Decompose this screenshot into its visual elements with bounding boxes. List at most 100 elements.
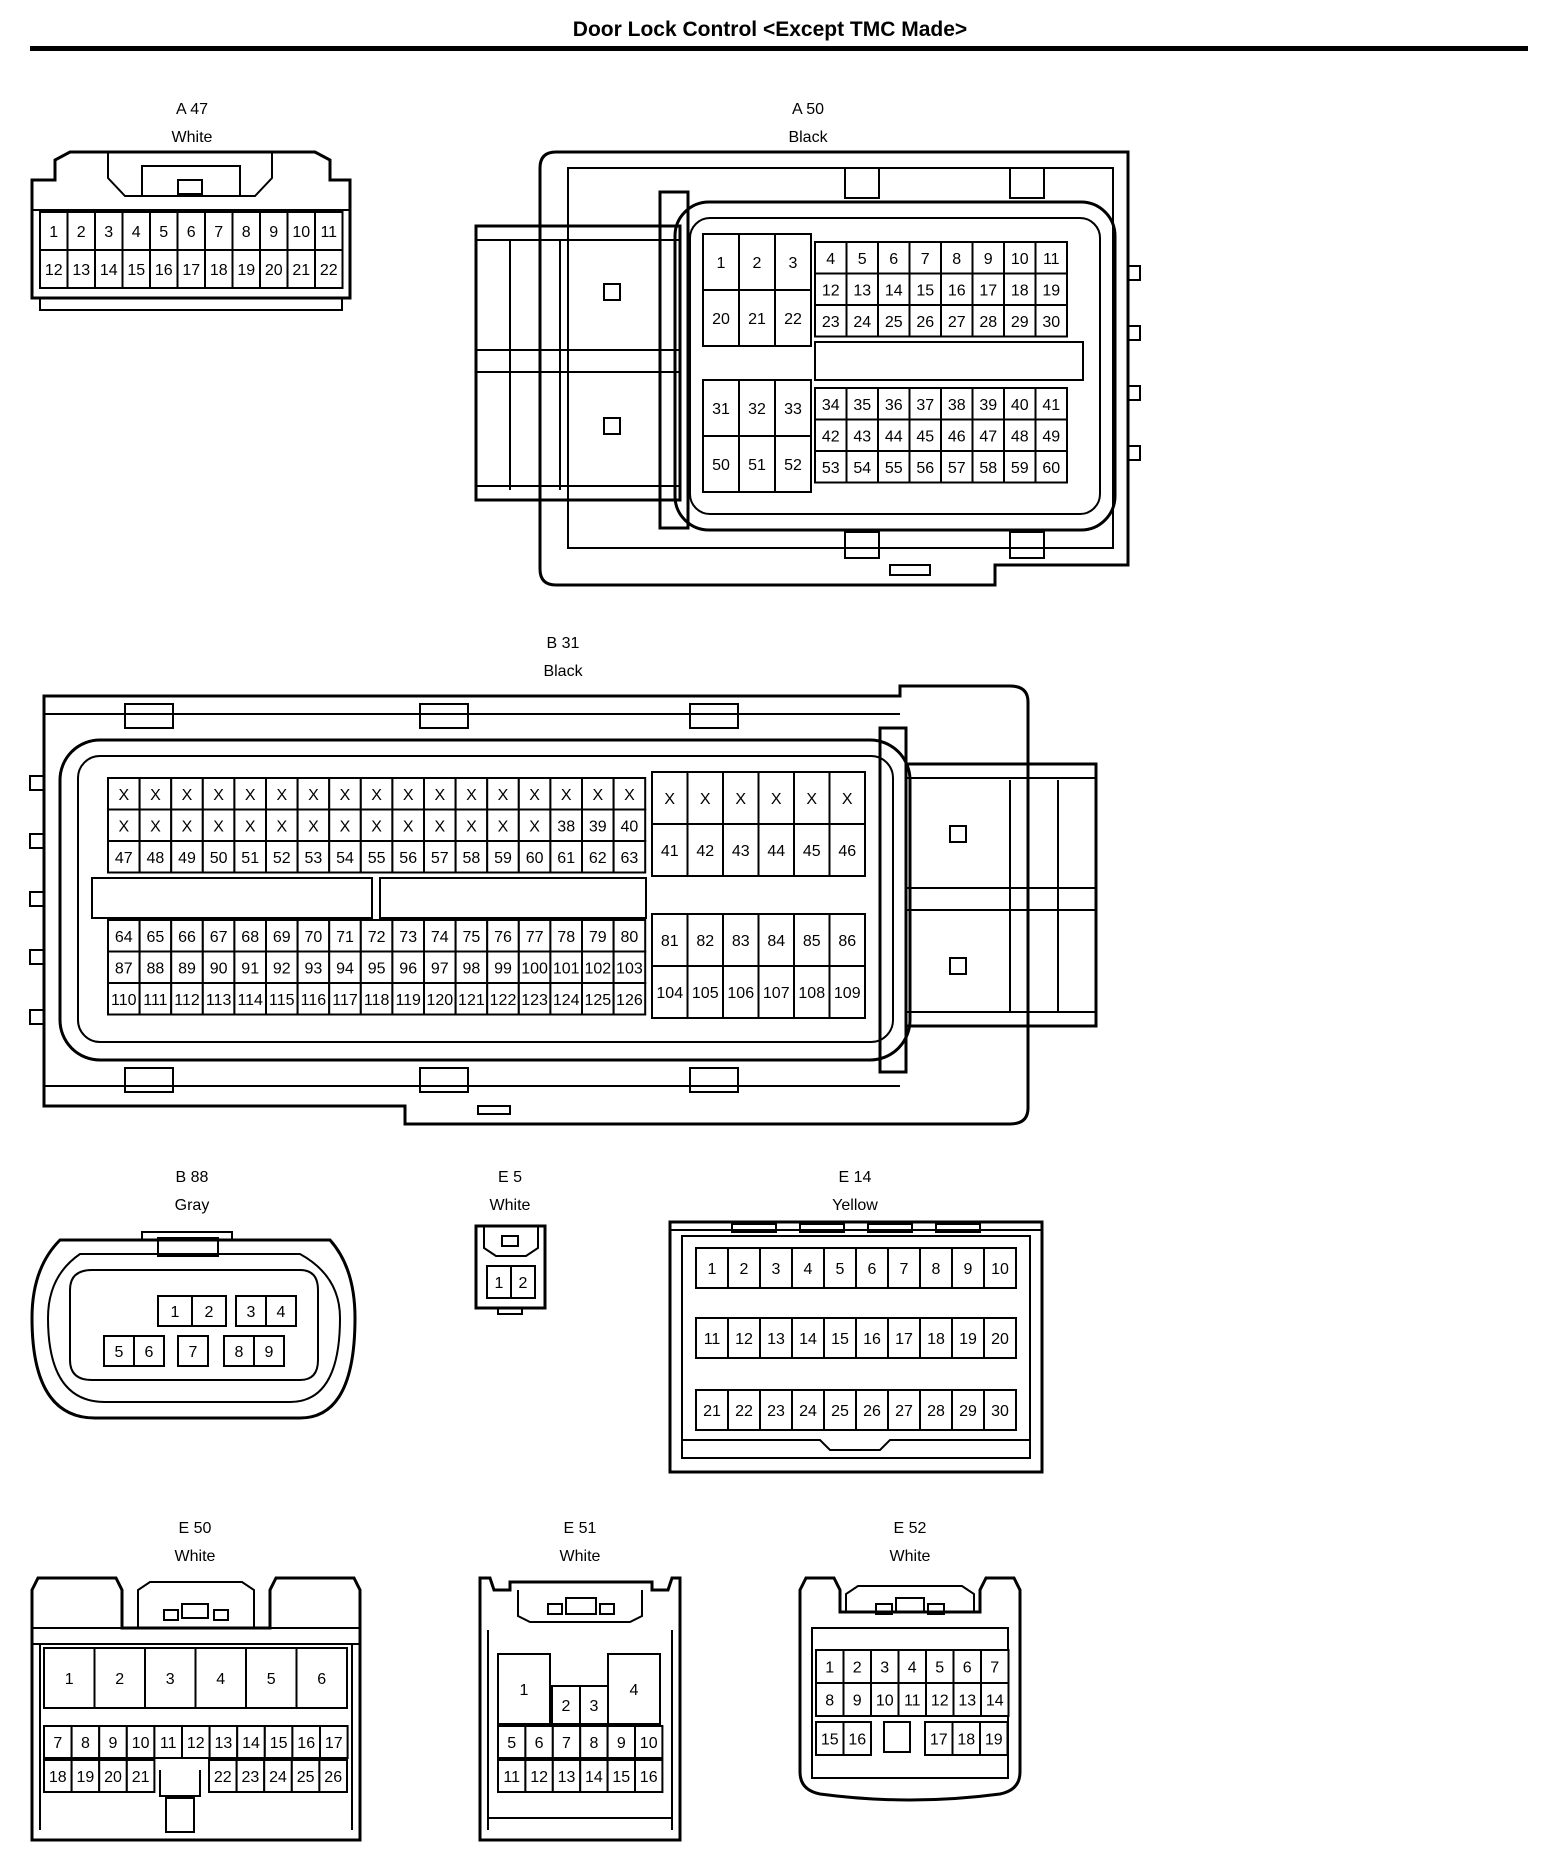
- pin-cell: [952, 1682, 982, 1717]
- pin-label: 13: [853, 282, 871, 299]
- pin-cell: [423, 919, 457, 953]
- pin-label: 2: [853, 1660, 862, 1677]
- pin-cell: [423, 840, 457, 874]
- pin-cell: [1034, 304, 1068, 338]
- pin-label: 2: [562, 1698, 571, 1715]
- pin-label: 26: [863, 1403, 881, 1420]
- pin-label: 42: [822, 428, 840, 445]
- pin-label: 20: [265, 262, 283, 279]
- pin-cell: [651, 965, 689, 1019]
- pin-cell: [842, 1682, 872, 1717]
- pin-label: 18: [1011, 282, 1029, 299]
- pin-label: 105: [692, 985, 719, 1002]
- pin-label: 28: [979, 314, 997, 331]
- pin-label: 8: [242, 224, 251, 241]
- pin-cell: [791, 1317, 825, 1359]
- pin-label: 119: [395, 992, 421, 1009]
- pin-cell: [1003, 450, 1037, 484]
- pin-cell: [774, 233, 812, 291]
- pin-cell: [842, 1721, 872, 1756]
- pin-label: 53: [822, 460, 840, 477]
- pin-cell: [897, 1682, 927, 1717]
- pin-label: 12: [822, 282, 840, 299]
- pin-cell: [486, 777, 520, 811]
- pin-label: 78: [557, 929, 575, 946]
- pin-label: 17: [325, 1735, 343, 1752]
- pin-label: 20: [712, 311, 730, 328]
- pin-label: 96: [399, 960, 417, 977]
- pin-cell: [265, 777, 299, 811]
- pin-cell: [877, 304, 911, 338]
- pin-cell: [314, 249, 344, 289]
- pin-cell: [125, 1759, 156, 1793]
- pin-cell: [828, 913, 866, 967]
- pin-cell: [359, 982, 394, 1016]
- pin-label: 5: [507, 1735, 516, 1752]
- pin-cell: [235, 1759, 266, 1793]
- pin-label: 15: [916, 282, 934, 299]
- pin-label: 16: [155, 262, 173, 279]
- pin-cell: [486, 950, 520, 984]
- pin-label: 19: [959, 1331, 977, 1348]
- pin-label: 89: [178, 960, 196, 977]
- pin-label: 12: [45, 262, 63, 279]
- pin-label: 62: [589, 850, 607, 867]
- pin-label: 44: [767, 843, 785, 860]
- pin-cell: [328, 950, 362, 984]
- pin-label: 22: [735, 1403, 753, 1420]
- pin-label: 83: [732, 933, 750, 950]
- pin-label: 4: [630, 1682, 639, 1699]
- pin-label: 14: [885, 282, 903, 299]
- pin-cell: [391, 840, 425, 874]
- pin-label: 118: [364, 992, 390, 1009]
- pin-label: 49: [178, 850, 196, 867]
- pin-cell: [253, 1335, 285, 1367]
- pin-cell: [651, 823, 689, 877]
- pin-cell: [204, 249, 234, 289]
- pin-label: 11: [320, 224, 337, 241]
- pin-label: 14: [799, 1331, 817, 1348]
- pin-cell: [423, 982, 457, 1016]
- pin-label: 35: [853, 397, 871, 414]
- connector-e50-color: White: [175, 1548, 216, 1565]
- pin-label: 10: [132, 1735, 150, 1752]
- connector-e52-color: White: [890, 1548, 931, 1565]
- pin-cell: [391, 982, 425, 1016]
- pin-cell: [845, 418, 879, 452]
- pin-cell: [612, 950, 647, 984]
- connector-e14-housing: [668, 1220, 1044, 1474]
- pin-label: 30: [1042, 314, 1060, 331]
- pin-label: 40: [1011, 397, 1029, 414]
- pin-cell: [842, 1649, 872, 1684]
- pin-cell: [702, 379, 740, 437]
- pin-label: 7: [990, 1660, 999, 1677]
- pin-label: 4: [826, 251, 835, 268]
- pin-label: 18: [957, 1732, 975, 1749]
- pin-cell: [815, 1721, 845, 1756]
- pin-label: 50: [210, 850, 228, 867]
- pin-label: 97: [431, 960, 449, 977]
- pin-cell: [70, 1725, 101, 1759]
- pin-cell: [149, 249, 179, 289]
- pin-cell: [738, 289, 776, 347]
- pin-cell: [423, 950, 457, 984]
- pin-label: 76: [494, 929, 512, 946]
- pin-cell: [828, 965, 866, 1019]
- pin-label: X: [403, 818, 414, 835]
- pin-cell: [727, 1389, 761, 1431]
- pin-label: 101: [553, 960, 580, 977]
- pin-label: 16: [848, 1732, 866, 1749]
- connector-e14-id: E 14: [839, 1169, 872, 1186]
- pin-cell: [686, 965, 724, 1019]
- pin-label: 27: [895, 1403, 913, 1420]
- pin-cell: [318, 1759, 348, 1793]
- pin-label: 36: [885, 397, 903, 414]
- pin-label: 19: [985, 1732, 1003, 1749]
- pin-label: 6: [317, 1671, 326, 1688]
- pin-label: 45: [916, 428, 934, 445]
- pin-label: 7: [562, 1735, 571, 1752]
